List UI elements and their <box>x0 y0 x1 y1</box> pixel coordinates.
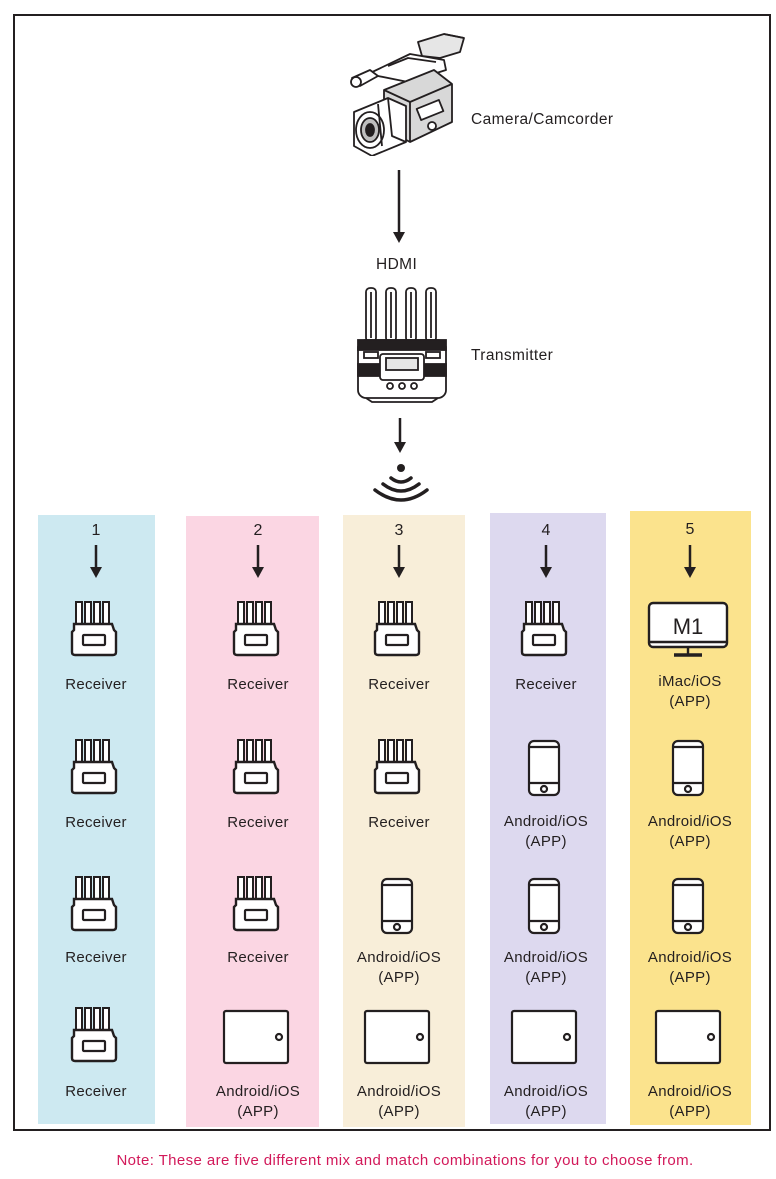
device-label: Receiver <box>36 675 156 695</box>
device-label: Receiver <box>486 675 606 695</box>
column-number: 1 <box>91 522 101 539</box>
device-label-line1: Android/iOS <box>647 813 733 830</box>
device-label-line1: Android/iOS <box>647 949 733 966</box>
device-label-line1: Receiver <box>368 676 430 693</box>
device-label-line2: (APP) <box>669 833 711 850</box>
phone-icon <box>379 877 415 942</box>
device-label-line1: Android/iOS <box>215 1083 301 1100</box>
device-label: Android/iOS (APP) <box>486 1082 606 1122</box>
device-label-line1: Receiver <box>65 676 127 693</box>
device-label-line1: Receiver <box>227 949 289 966</box>
device-label-line1: Receiver <box>227 676 289 693</box>
device-label: Receiver <box>36 813 156 833</box>
device-label-line2: (APP) <box>525 1103 567 1120</box>
camcorder-icon <box>350 33 465 156</box>
monitor-screen-text: M1 <box>673 614 704 639</box>
receiver-icon <box>371 736 423 801</box>
device-label-line2: (APP) <box>525 833 567 850</box>
tablet-icon <box>509 1008 579 1071</box>
column-number: 4 <box>541 522 551 539</box>
down-arrow-icon <box>682 545 698 584</box>
device-label-line1: Receiver <box>65 1083 127 1100</box>
device-label-line1: Android/iOS <box>356 1083 442 1100</box>
device-label-line1: Receiver <box>515 676 577 693</box>
device-label: Receiver <box>198 948 318 968</box>
receiver-icon <box>230 598 282 663</box>
column-number: 5 <box>685 521 695 538</box>
device-label-line1: Receiver <box>227 814 289 831</box>
device-label-line2: (APP) <box>378 969 420 986</box>
monitor-icon: M1 <box>646 600 730 665</box>
receiver-icon <box>68 736 120 801</box>
device-label-line1: Android/iOS <box>503 949 589 966</box>
device-label-line2: (APP) <box>378 1103 420 1120</box>
camera-label: Camera/Camcorder <box>471 111 614 128</box>
device-label: Android/iOS (APP) <box>339 948 459 988</box>
device-label-line1: Receiver <box>65 949 127 966</box>
receiver-icon <box>68 1004 120 1069</box>
tablet-icon <box>362 1008 432 1071</box>
device-label: iMac/iOS (APP) <box>630 672 750 712</box>
device-label: Android/iOS (APP) <box>630 1082 750 1122</box>
transmitter-label: Transmitter <box>471 347 554 364</box>
device-label-line2: (APP) <box>525 969 567 986</box>
device-label: Receiver <box>339 813 459 833</box>
device-label: Receiver <box>36 948 156 968</box>
down-arrow-icon <box>250 545 266 584</box>
device-label-line2: (APP) <box>237 1103 279 1120</box>
phone-icon <box>526 877 562 942</box>
device-label: Android/iOS (APP) <box>486 812 606 852</box>
column-number: 3 <box>394 522 404 539</box>
device-label-line1: Android/iOS <box>647 1083 733 1100</box>
device-label-line2: (APP) <box>669 1103 711 1120</box>
down-arrow-icon <box>538 545 554 584</box>
tablet-icon <box>221 1008 291 1071</box>
receiver-icon <box>68 873 120 938</box>
receiver-icon <box>230 736 282 801</box>
device-label: Receiver <box>198 813 318 833</box>
wireless-signal-icon <box>373 464 429 502</box>
device-label: Receiver <box>339 675 459 695</box>
receiver-icon <box>230 873 282 938</box>
device-label-line2: (APP) <box>669 693 711 710</box>
phone-icon <box>670 739 706 804</box>
down-arrow-icon <box>393 170 405 243</box>
device-label: Receiver <box>36 1082 156 1102</box>
device-label-line1: iMac/iOS <box>658 673 722 690</box>
device-label: Android/iOS (APP) <box>198 1082 318 1122</box>
device-label: Android/iOS (APP) <box>339 1082 459 1122</box>
device-label-line1: Android/iOS <box>503 1083 589 1100</box>
receiver-icon <box>518 598 570 663</box>
device-label-line1: Android/iOS <box>503 813 589 830</box>
device-label-line1: Receiver <box>368 814 430 831</box>
device-label: Android/iOS (APP) <box>630 948 750 988</box>
device-label: Android/iOS (APP) <box>486 948 606 988</box>
diagram-frame <box>13 14 771 1131</box>
receiver-icon <box>371 598 423 663</box>
device-label-line1: Receiver <box>65 814 127 831</box>
device-label: Receiver <box>198 675 318 695</box>
note-text: Note: These are five different mix and m… <box>116 1152 694 1169</box>
device-label: Android/iOS (APP) <box>630 812 750 852</box>
phone-icon <box>526 739 562 804</box>
down-arrow-icon <box>394 418 406 453</box>
device-label-line1: Android/iOS <box>356 949 442 966</box>
receiver-icon <box>68 598 120 663</box>
down-arrow-icon <box>391 545 407 584</box>
device-label-line2: (APP) <box>669 969 711 986</box>
column-number: 2 <box>253 522 263 539</box>
phone-icon <box>670 877 706 942</box>
tablet-icon <box>653 1008 723 1071</box>
transmitter-icon <box>357 287 447 403</box>
down-arrow-icon <box>88 545 104 584</box>
hdmi-label: HDMI <box>376 256 418 273</box>
